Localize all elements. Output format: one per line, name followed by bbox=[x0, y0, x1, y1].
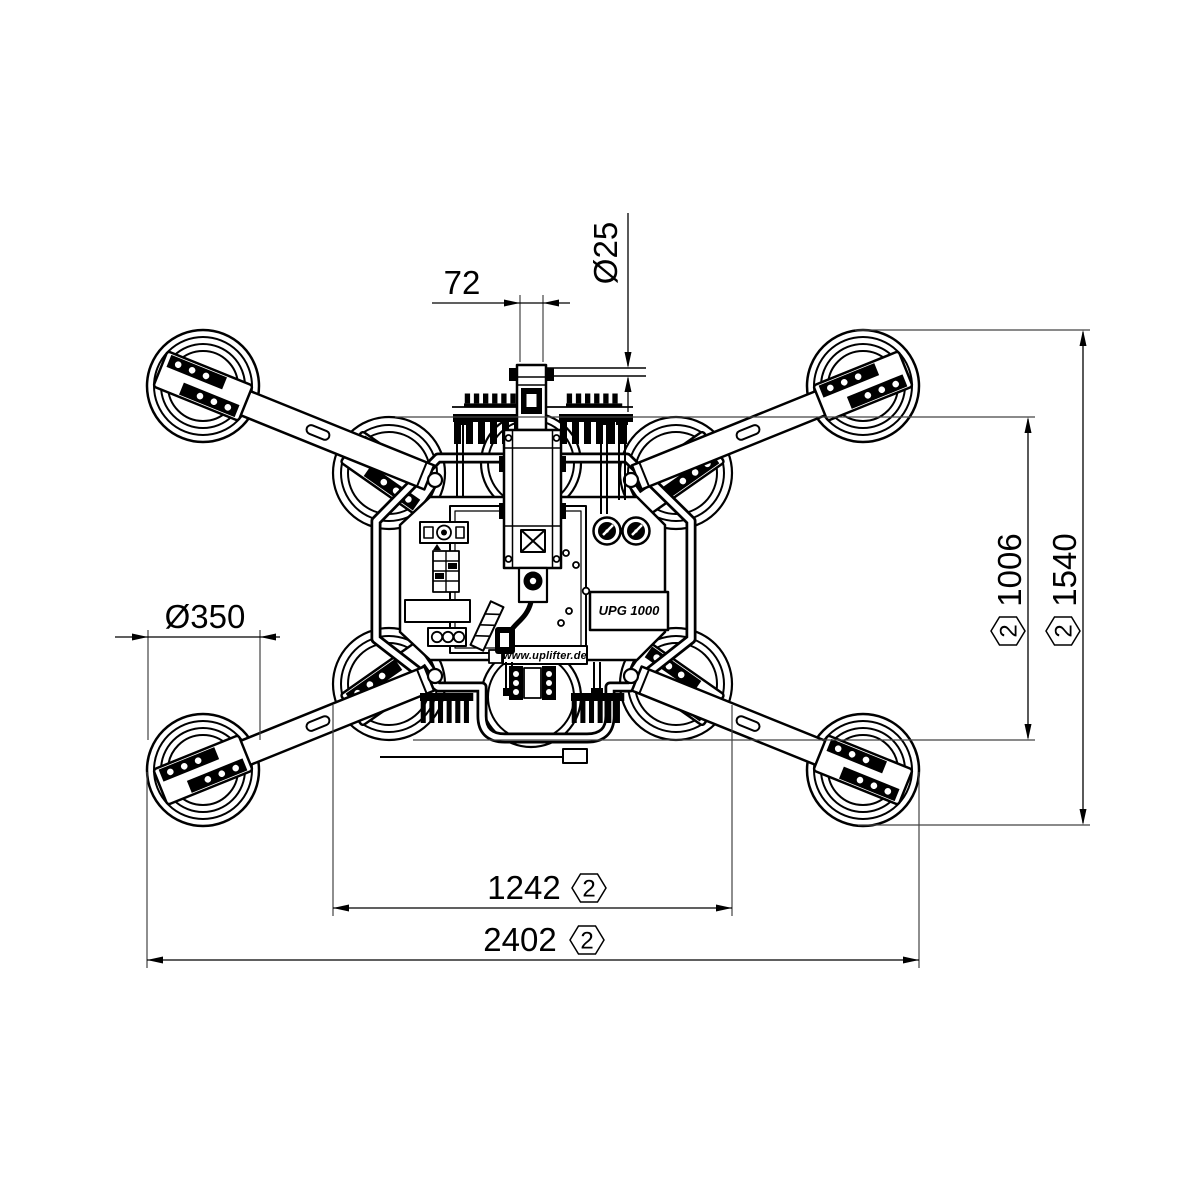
dim-overall-height-label: 1540 bbox=[1046, 533, 1083, 606]
dimension-overall-height: 1540 2 bbox=[855, 329, 1090, 826]
dimension-pad-span-vertical: 1006 2 bbox=[395, 416, 1035, 741]
qty-hexagon-label: 2 bbox=[580, 928, 593, 955]
control-panel bbox=[404, 521, 471, 647]
dimension-pad-diameter: Ø350 bbox=[115, 598, 280, 740]
qty-hexagon-label: 2 bbox=[582, 876, 595, 903]
pressure-gauge-right bbox=[621, 516, 651, 546]
dimension-annotations: 72 Ø25 Ø350 1006 bbox=[115, 213, 1090, 968]
arm-pivot bbox=[426, 471, 444, 489]
dim-pad-span-horizontal-label: 1242 bbox=[487, 869, 560, 906]
dim-pin-diameter-label: Ø25 bbox=[587, 222, 624, 284]
vacuum-lifter-machine: UPG 1000 www.uplifter.de bbox=[145, 328, 921, 828]
qty-hexagon: 2 bbox=[990, 616, 1026, 646]
dimension-hook-width: 72 bbox=[432, 264, 570, 362]
model-label: UPG 1000 bbox=[599, 603, 660, 618]
arm-pivot bbox=[622, 667, 640, 685]
website-label: www.uplifter.de bbox=[503, 650, 587, 662]
arm-pivot bbox=[622, 471, 640, 489]
dimension-pad-span-horizontal: 1242 2 bbox=[332, 705, 733, 916]
crane-hook-mast bbox=[495, 363, 591, 654]
dimension-pin-diameter: Ø25 bbox=[546, 213, 646, 412]
arm-pivot bbox=[426, 667, 444, 685]
qty-hexagon-label: 2 bbox=[1051, 624, 1078, 637]
model-plate: UPG 1000 bbox=[588, 590, 670, 632]
vacuum-manifolds bbox=[380, 393, 633, 764]
qty-hexagon: 2 bbox=[571, 873, 607, 903]
diagonal-strut bbox=[469, 600, 505, 652]
pressure-gauge-left bbox=[592, 516, 622, 546]
qty-hexagon-label: 2 bbox=[996, 624, 1023, 637]
qty-hexagon: 2 bbox=[569, 925, 605, 955]
qty-hexagon: 2 bbox=[1045, 616, 1081, 646]
website-bar: www.uplifter.de bbox=[488, 645, 588, 665]
dimension-overall-width: 2402 2 bbox=[146, 772, 920, 968]
dim-overall-width-label: 2402 bbox=[483, 921, 556, 958]
dim-hook-width-label: 72 bbox=[444, 264, 481, 301]
dim-pad-span-vertical-label: 1006 bbox=[991, 533, 1028, 606]
dim-pad-diameter-label: Ø350 bbox=[165, 598, 246, 635]
